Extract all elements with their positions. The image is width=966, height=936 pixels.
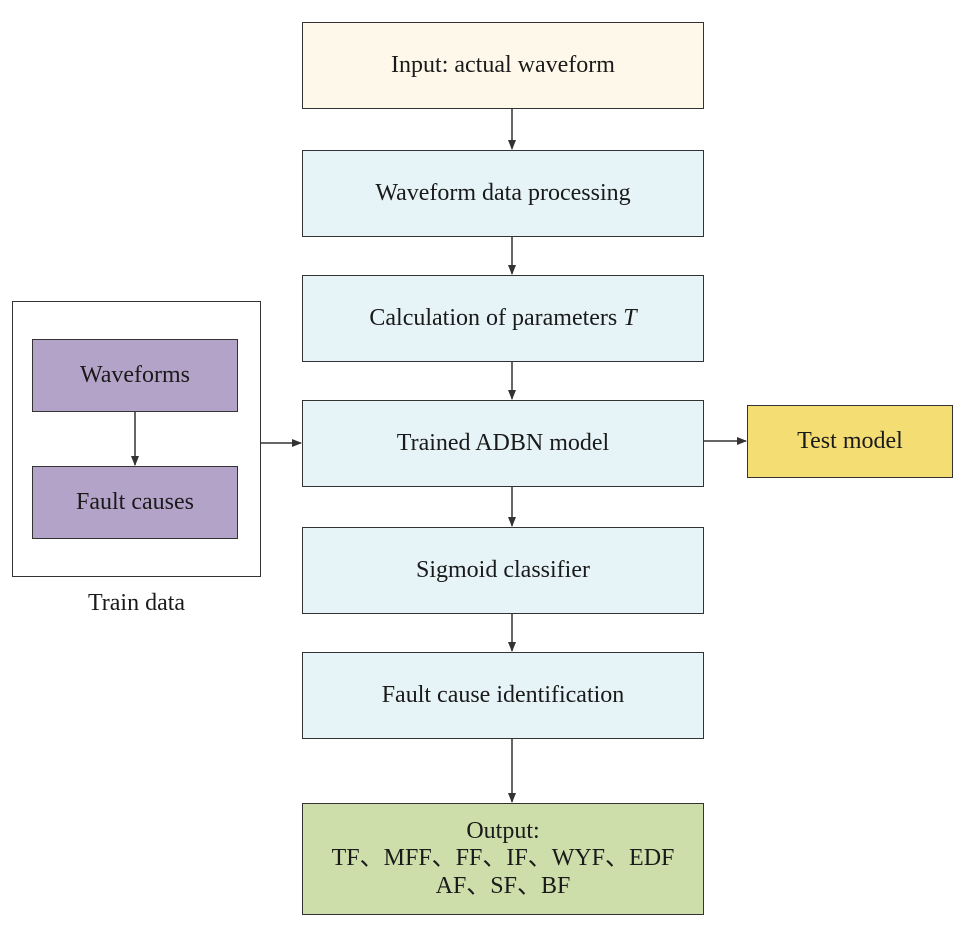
calculation-label-text: Calculation of parameters	[369, 305, 624, 332]
classifier-label: Sigmoid classifier	[416, 557, 590, 584]
waveforms-label: Waveforms	[79, 362, 191, 389]
calculation-node: Calculation of parameters T	[302, 275, 704, 362]
identification-node: Fault cause identification	[302, 652, 704, 739]
fault-causes-label: Fault causes	[76, 489, 194, 516]
output-line-2: AF、SF、BF	[435, 872, 571, 899]
test-model-label: Test model	[797, 428, 903, 455]
input-node: Input: actual waveform	[302, 22, 704, 109]
output-title: Output:	[466, 817, 540, 844]
output-line-1: TF、MFF、FF、IF、WYF、EDF	[331, 845, 675, 872]
processing-label: Waveform data processing	[375, 180, 631, 207]
calculation-label: Calculation of parameters T	[369, 304, 636, 333]
processing-node: Waveform data processing	[302, 150, 704, 237]
identification-label: Fault cause identification	[381, 682, 625, 709]
trained-model-label: Trained ADBN model	[396, 430, 610, 457]
trained-model-node: Trained ADBN model	[302, 400, 704, 487]
output-node: Output: TF、MFF、FF、IF、WYF、EDF AF、SF、BF	[302, 803, 704, 915]
fault-causes-node: Fault causes	[32, 466, 238, 539]
calculation-variable: T	[623, 305, 637, 332]
test-model-node: Test model	[747, 405, 953, 478]
train-data-caption: Train data	[87, 590, 186, 616]
classifier-node: Sigmoid classifier	[302, 527, 704, 614]
waveforms-node: Waveforms	[32, 339, 238, 412]
input-label: Input: actual waveform	[391, 52, 615, 79]
